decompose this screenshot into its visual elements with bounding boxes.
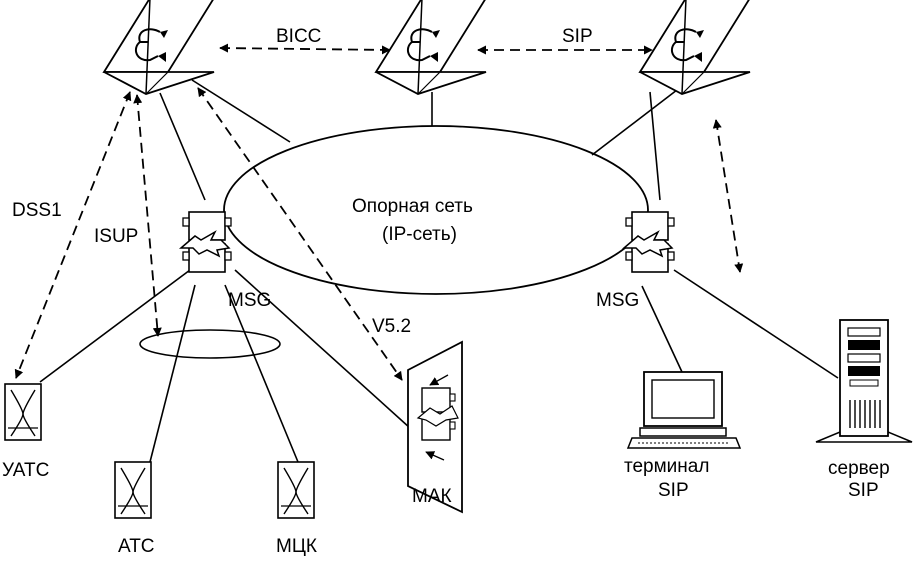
server-label: сервер	[828, 458, 890, 479]
softswitch-pyramid-icon	[103, 0, 215, 95]
server-tower-icon	[815, 319, 913, 443]
softswitch-pyramid-icon	[375, 0, 487, 95]
core-network-label: Опорная сеть	[352, 196, 473, 217]
dss1-label: DSS1	[12, 200, 62, 221]
pbx-exchange-icon	[277, 461, 315, 519]
sip-protocol-label: SIP	[562, 26, 593, 47]
ats-label: АТС	[118, 536, 155, 557]
mck-label: МЦК	[276, 536, 317, 557]
pbx-exchange-icon	[4, 383, 42, 441]
terminal-sip-label: SIP	[658, 480, 689, 501]
uats-label: УАТС	[2, 460, 49, 481]
mak-label: МАК	[412, 486, 452, 507]
core-network-sublabel: (IP-сеть)	[382, 224, 457, 245]
server-sip-label: SIP	[848, 480, 879, 501]
computer-terminal-icon	[626, 371, 742, 449]
softswitch-pyramid-icon	[639, 0, 751, 95]
local-network-ellipse	[139, 329, 281, 359]
media-gateway-icon	[180, 211, 232, 273]
msg-left-label: MSG	[228, 290, 271, 311]
access-node-icon	[407, 340, 463, 514]
v52-label: V5.2	[372, 316, 411, 337]
bicc-label: BICC	[276, 26, 321, 47]
media-gateway-icon	[623, 211, 675, 273]
pbx-exchange-icon	[114, 461, 152, 519]
msg-right-label: MSG	[596, 290, 639, 311]
signaling-links	[14, 43, 744, 381]
isup-label: ISUP	[94, 226, 138, 247]
terminal-label: терминал	[624, 456, 709, 477]
